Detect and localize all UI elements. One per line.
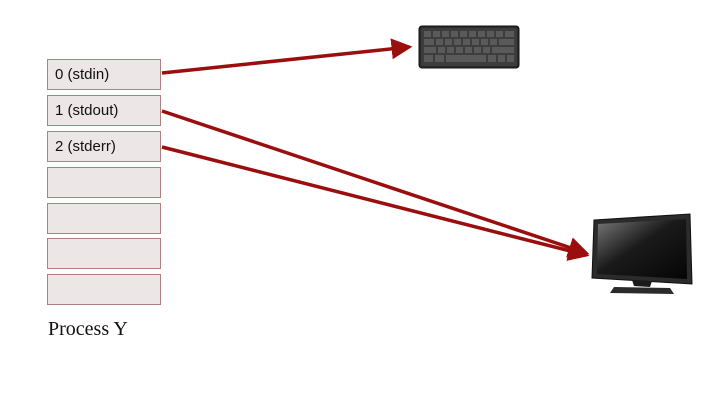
keyboard-icon (418, 25, 520, 69)
fd-row-1: 1 (stdout) (47, 95, 161, 126)
fd-row-6 (47, 274, 161, 305)
fd-row-label: 0 (stdin) (55, 66, 110, 83)
fd-row-3 (47, 167, 161, 198)
stderr-arrow (161, 145, 590, 261)
monitor-icon (591, 213, 693, 294)
stdin-arrow (161, 38, 413, 75)
fd-row-0: 0 (stdin) (47, 59, 161, 90)
fd-row-5 (47, 238, 161, 269)
process-label: Process Y (48, 318, 128, 340)
fd-row-2: 2 (stderr) (47, 131, 161, 162)
fd-row-label: 1 (stdout) (55, 102, 119, 119)
stdout-arrow (161, 109, 590, 258)
fd-row-4 (47, 203, 161, 234)
fd-row-label: 2 (stderr) (55, 138, 116, 155)
